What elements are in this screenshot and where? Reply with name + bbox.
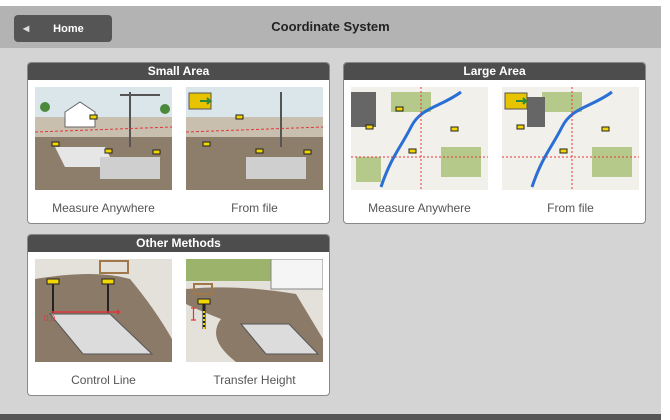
- large-area-from-file[interactable]: From file: [502, 87, 639, 215]
- option-label: Measure Anywhere: [52, 201, 155, 215]
- transfer-height-option[interactable]: Transfer Height: [186, 259, 323, 387]
- card-title: Other Methods: [28, 235, 329, 252]
- construction-site-from-file-illustration: [186, 87, 323, 190]
- top-bar: ◀ Home Coordinate System: [0, 6, 661, 48]
- construction-site-illustration: [35, 87, 172, 190]
- bottom-bar: [0, 414, 661, 420]
- large-area-measure-anywhere[interactable]: Measure Anywhere: [351, 87, 488, 215]
- card-title: Large Area: [344, 63, 645, 80]
- map-illustration: [351, 87, 488, 190]
- control-line-illustration: 0,0: [35, 259, 172, 362]
- option-label: From file: [231, 201, 278, 215]
- other-methods-card: Other Methods 0,0 Control Line Transfer …: [27, 234, 330, 396]
- back-arrow-icon: ◀: [23, 24, 30, 33]
- transfer-height-illustration: [186, 259, 323, 362]
- control-line-option[interactable]: 0,0 Control Line: [35, 259, 172, 387]
- option-label: Measure Anywhere: [368, 201, 471, 215]
- small-area-measure-anywhere[interactable]: Measure Anywhere: [35, 87, 172, 215]
- home-button[interactable]: ◀ Home: [14, 15, 112, 42]
- large-area-card: Large Area Measure Anywhere From file: [343, 62, 646, 224]
- map-from-file-illustration: [502, 87, 639, 190]
- home-label: Home: [53, 22, 84, 35]
- option-label: Control Line: [71, 373, 136, 387]
- origin-label: 0,0: [44, 314, 56, 323]
- page-title: Coordinate System: [271, 19, 390, 34]
- small-area-card: Small Area Measure Anywhere From file: [27, 62, 330, 224]
- option-label: From file: [547, 201, 594, 215]
- card-title: Small Area: [28, 63, 329, 80]
- small-area-from-file[interactable]: From file: [186, 87, 323, 215]
- option-label: Transfer Height: [213, 373, 296, 387]
- app: ◀ Home Coordinate System Small Area Meas…: [0, 6, 661, 414]
